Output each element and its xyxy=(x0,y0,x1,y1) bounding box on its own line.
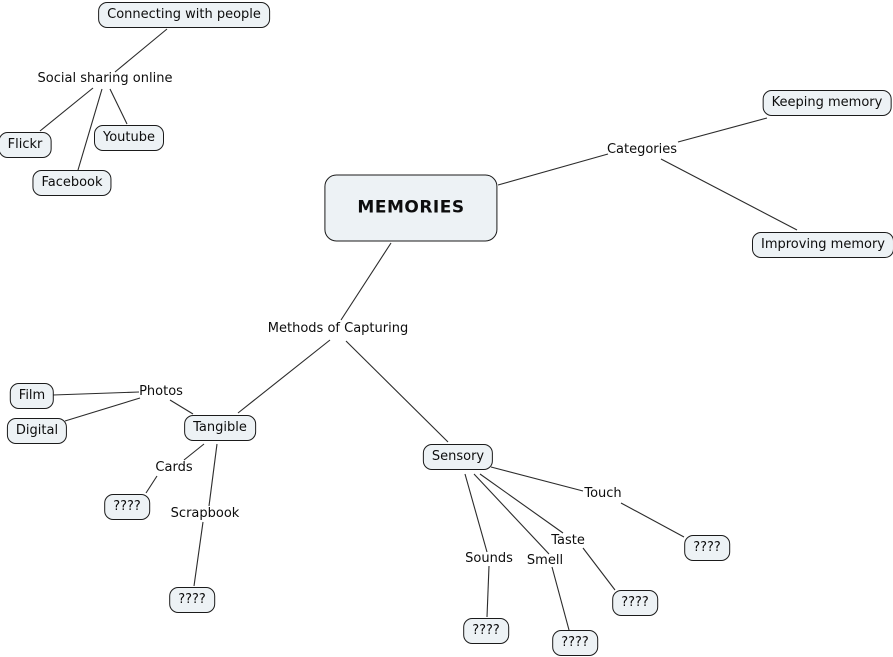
concept-node-youtube[interactable]: Youtube xyxy=(94,125,164,151)
edge-social-sharing-online-to-flickr xyxy=(39,87,94,132)
edge-tangible-to-cards xyxy=(183,443,205,461)
linking-label-photos[interactable]: Photos xyxy=(139,384,183,399)
concept-node-tangible[interactable]: Tangible xyxy=(184,415,256,441)
edge-sensory-to-sounds xyxy=(464,473,488,553)
concept-node-touch-unknown[interactable]: ???? xyxy=(684,535,730,561)
edge-methods-of-capturing-to-tangible xyxy=(237,339,331,414)
concept-node-keeping-memory[interactable]: Keeping memory xyxy=(762,90,892,116)
edge-sensory-to-taste xyxy=(479,473,564,534)
linking-label-methods-of-capturing[interactable]: Methods of Capturing xyxy=(267,321,409,336)
concept-node-sounds-unknown[interactable]: ???? xyxy=(463,618,509,644)
edge-digital-to-photos xyxy=(64,397,141,422)
concept-node-scrapbook-unknown[interactable]: ???? xyxy=(169,587,215,613)
edge-smell-to-smell-unknown xyxy=(551,566,570,631)
concept-node-improving-memory[interactable]: Improving memory xyxy=(751,232,893,258)
concept-node-sensory[interactable]: Sensory xyxy=(422,444,494,470)
edge-social-sharing-online-to-youtube xyxy=(109,88,128,125)
concept-node-connecting-with-people[interactable]: Connecting with people xyxy=(98,2,270,28)
edge-taste-to-taste-unknown xyxy=(582,547,616,591)
linking-label-cards[interactable]: Cards xyxy=(155,460,193,475)
concept-node-flickr[interactable]: Flickr xyxy=(0,132,52,158)
edge-categories-to-improving-memory xyxy=(660,158,798,231)
concept-node-taste-unknown[interactable]: ???? xyxy=(612,590,658,616)
concept-node-digital[interactable]: Digital xyxy=(6,418,68,444)
linking-label-taste[interactable]: Taste xyxy=(551,533,585,548)
edge-social-sharing-online-to-connecting-with-people xyxy=(114,28,168,73)
linking-label-social-sharing-online[interactable]: Social sharing online xyxy=(37,71,173,86)
concept-node-smell-unknown[interactable]: ???? xyxy=(552,630,598,656)
edge-sensory-to-touch xyxy=(490,466,584,492)
linking-label-touch[interactable]: Touch xyxy=(584,486,622,501)
concept-node-film[interactable]: Film xyxy=(9,383,55,409)
edge-scrapbook-to-scrapbook-unknown xyxy=(193,521,204,587)
edge-memories-to-methods-of-capturing xyxy=(340,242,392,321)
concept-node-memories[interactable]: MEMORIES xyxy=(324,174,498,242)
linking-label-sounds[interactable]: Sounds xyxy=(465,551,513,566)
edge-touch-to-touch-unknown xyxy=(620,502,685,538)
linking-label-categories[interactable]: Categories xyxy=(606,142,678,157)
edge-sensory-to-smell xyxy=(473,473,550,555)
edge-film-to-photos xyxy=(52,391,140,396)
linking-label-smell[interactable]: Smell xyxy=(526,553,564,568)
edge-social-sharing-online-to-facebook xyxy=(77,88,103,171)
edge-tangible-to-scrapbook xyxy=(208,443,218,507)
edge-memories-to-categories xyxy=(497,153,609,186)
concept-node-cards-unknown[interactable]: ???? xyxy=(104,494,150,520)
linking-label-scrapbook[interactable]: Scrapbook xyxy=(170,506,240,521)
edge-categories-to-keeping-memory xyxy=(677,117,768,143)
edge-photos-to-tangible xyxy=(169,399,194,415)
concept-node-facebook[interactable]: Facebook xyxy=(32,170,112,196)
edge-cards-to-cards-unknown xyxy=(145,475,158,494)
edge-methods-of-capturing-to-sensory xyxy=(345,340,449,443)
edge-sounds-to-sounds-unknown xyxy=(486,565,490,618)
